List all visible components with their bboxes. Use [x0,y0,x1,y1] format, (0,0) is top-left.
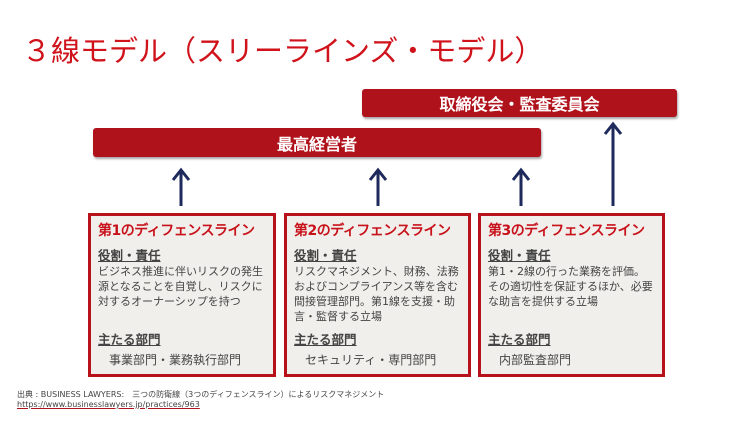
dept-label: 主たる部門 [98,332,161,347]
line-heading: 第3のディフェンスライン [488,223,645,239]
dept-value: 内部監査部門 [499,353,572,367]
dept-value: セキュリティ・専門部門 [305,353,437,367]
role-text: ビジネス推進に伴いリスクの発生源となることを自覚し、リスクに対するオーナーシップ… [98,265,263,308]
role-text: 第1・2線の行った業務を評価。その適切性を保証するほか、必要な助言を提供する立場 [488,265,653,308]
arrow-up-icon [603,121,623,206]
line-3-box: 第3のディフェンスライン 役割・責任 第1・2線の行った業務を評価。その適切性を… [478,213,665,377]
dept-label: 主たる部門 [294,332,357,347]
arrow-up-icon [511,167,531,206]
line-1-box: 第1のディフェンスライン 役割・責任 ビジネス推進に伴いリスクの発生源となること… [88,213,276,377]
arrow-up-icon [368,167,388,206]
line-heading: 第2のディフェンスライン [294,223,451,239]
line-heading: 第1のディフェンスライン [98,223,255,239]
role-label: 役割・責任 [98,248,161,263]
role-label: 役割・責任 [488,248,551,263]
arrow-up-icon [171,167,191,206]
dept-value: 事業部門・業務執行部門 [109,353,242,367]
source-link[interactable]: https://www.businesslawyers.jp/practices… [17,400,200,409]
board-box: 取締役会・監査委員会 [362,89,677,117]
line-2-box: 第2のディフェンスライン 役割・責任 リスクマネジメント、財務、法務およびコンプ… [284,213,471,377]
role-text: リスクマネジメント、財務、法務およびコンプライアンス等を含む間接管理部門。第1線… [294,265,459,323]
arrows [171,121,623,206]
dept-label: 主たる部門 [488,332,551,347]
management-box: 最高経営者 [93,128,541,157]
role-label: 役割・責任 [294,248,357,263]
source-text: 出典 : BUSINESS LAWYERS: 三つの防衛線（3つのディフェンスラ… [17,390,385,399]
page-title: ３線モデル（スリーラインズ・モデル） [22,34,544,68]
